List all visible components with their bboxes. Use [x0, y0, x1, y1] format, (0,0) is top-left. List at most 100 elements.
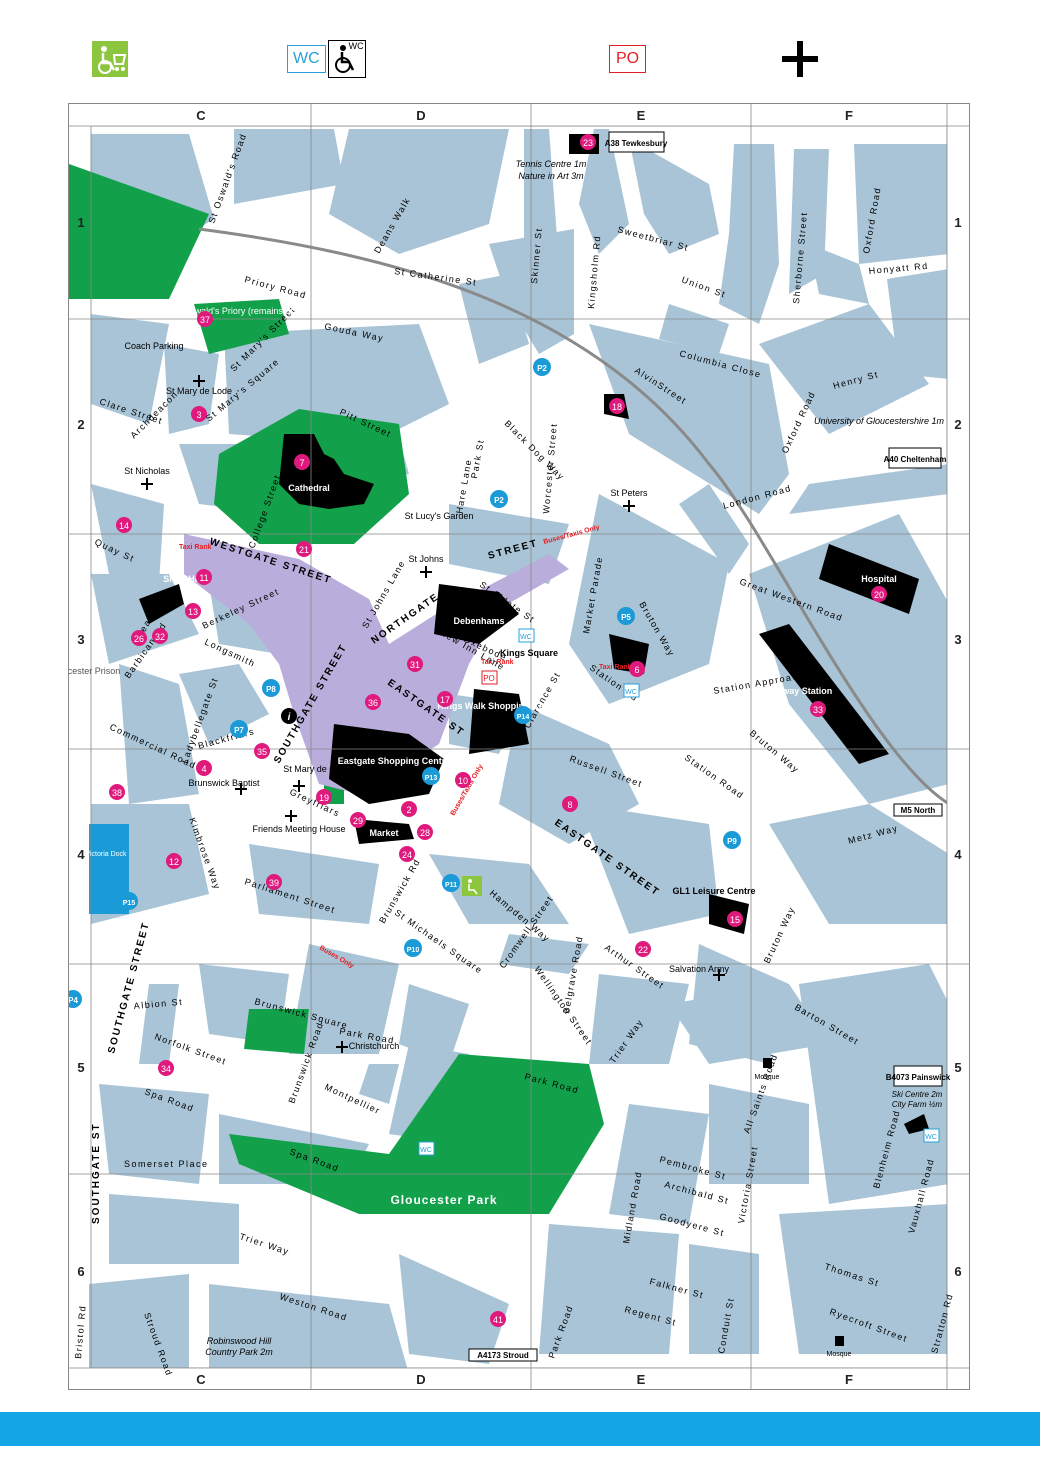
poi-36[interactable]: 36 — [365, 694, 381, 710]
parking-p10[interactable]: P10 — [404, 939, 422, 957]
poi-10[interactable]: 10 — [455, 772, 471, 788]
poi-34[interactable]: 34 — [158, 1060, 174, 1076]
parking-p15[interactable]: P15 — [120, 892, 138, 910]
poi-24[interactable]: 24 — [399, 846, 415, 862]
parking-p7[interactable]: P7 — [230, 720, 248, 738]
label-mosque-1: Mosque — [755, 1074, 780, 1081]
wc-marker-painswick: WC — [923, 1128, 940, 1143]
grid-left-margin — [69, 104, 91, 1389]
poi-31[interactable]: 31 — [407, 656, 423, 672]
row-label-left-5: 5 — [77, 1060, 84, 1075]
poi-11[interactable]: 11 — [196, 569, 212, 585]
parking-p9[interactable]: P9 — [723, 831, 741, 849]
label-railway-station: Railway Station — [766, 686, 833, 696]
poi-38[interactable]: 38 — [109, 784, 125, 800]
poi-4[interactable]: 4 — [196, 760, 212, 776]
row-label-left-2: 2 — [77, 417, 84, 432]
poi-2[interactable]: 2 — [401, 801, 417, 817]
parking-p2-south[interactable]: P2 — [490, 490, 508, 508]
poi-6[interactable]: 6 — [629, 661, 645, 677]
parking-p11[interactable]: P11 — [442, 874, 460, 892]
po-label: PO — [609, 45, 647, 73]
park-st-oswalds — [194, 299, 289, 354]
poi-19[interactable]: 19 — [316, 789, 332, 805]
taxi-rank-westgate: Taxi Rank — [179, 544, 212, 551]
svg-text:41: 41 — [493, 1315, 503, 1325]
svg-text:2: 2 — [406, 805, 411, 815]
poi-35[interactable]: 35 — [254, 743, 270, 759]
poi-22[interactable]: 22 — [635, 941, 651, 957]
poi-21[interactable]: 21 — [296, 541, 312, 557]
shire-hall-building — [139, 584, 184, 624]
svg-text:P10: P10 — [407, 947, 420, 954]
parking-markers[interactable]: P2 P2 P4 P5 P7 P8 P9 P10 P11 P13 P14 P15 — [69, 358, 741, 1008]
svg-text:PO: PO — [483, 674, 495, 683]
info-marker: i — [281, 708, 297, 724]
poi-13[interactable]: 13 — [185, 603, 201, 619]
svg-text:33: 33 — [813, 705, 823, 715]
poi-26[interactable]: 26 — [131, 630, 147, 646]
label-eastgate-centre: Eastgate Shopping Centre — [338, 756, 451, 766]
park-brunswick-square — [244, 1009, 309, 1054]
svg-text:34: 34 — [161, 1064, 171, 1074]
eastgate-building — [329, 724, 444, 804]
poi-markers[interactable]: 2 3 4 6 7 8 10 11 12 13 14 15 17 18 19 2… — [109, 134, 887, 1327]
label-friends-meeting: Friends Meeting House — [252, 824, 345, 834]
poi-39[interactable]: 39 — [266, 874, 282, 890]
label-st-peters: St Peters — [610, 488, 648, 498]
poi-17[interactable]: 17 — [437, 691, 453, 707]
parking-p13[interactable]: P13 — [422, 767, 440, 785]
shopmobility-marker — [462, 876, 482, 896]
svg-text:P4: P4 — [69, 996, 78, 1005]
label-salvation-army: Salvation Army — [669, 964, 730, 974]
row-label-left-4: 4 — [77, 847, 85, 862]
col-label-top-e: E — [637, 108, 646, 123]
poi-20[interactable]: 20 — [871, 586, 887, 602]
label-cathedral: Cathedral — [288, 483, 330, 493]
parking-p4[interactable]: P4 — [69, 990, 82, 1008]
label-christchurch: Christchurch — [349, 1041, 400, 1051]
poi-33[interactable]: 33 — [810, 701, 826, 717]
poi-29[interactable]: 29 — [350, 812, 366, 828]
sign-a40: A40 Cheltenham — [884, 455, 947, 464]
poi-12[interactable]: 12 — [166, 853, 182, 869]
poi-37[interactable]: 37 — [197, 311, 213, 327]
label-kings-walk: Kings Walk Shopping Centre — [437, 701, 560, 711]
parking-p14[interactable]: P14 — [514, 706, 532, 724]
poi-28[interactable]: 28 — [417, 824, 433, 840]
railway-line — [198, 227, 950, 806]
legend-bar: WC WC PO — [0, 0, 1040, 100]
church-cross-icon-salvation — [713, 969, 725, 981]
poi-18[interactable]: 18 — [609, 398, 625, 414]
row-label-right-4: 4 — [954, 847, 962, 862]
svg-text:17: 17 — [440, 695, 450, 705]
map-canvas[interactable]: C D E F C D E F 1 2 3 4 5 6 1 2 3 4 5 6 … — [69, 104, 969, 1389]
svg-text:10: 10 — [458, 776, 468, 786]
wc-disabled-icon: WC — [327, 40, 366, 78]
svg-text:P14: P14 — [517, 714, 530, 721]
parking-p5[interactable]: P5 — [617, 607, 635, 625]
poi-15[interactable]: 15 — [727, 911, 743, 927]
street-southgate-st: SOUTHGATE ST — [91, 1122, 102, 1224]
street-albion: Albion St — [133, 997, 183, 1011]
col-label-bottom-c: C — [196, 1372, 206, 1387]
poi-32[interactable]: 32 — [152, 628, 168, 644]
sign-a4173-box — [468, 1348, 538, 1362]
poi-41[interactable]: 41 — [490, 1311, 506, 1327]
railway-station-building — [759, 624, 889, 764]
parking-p8[interactable]: P8 — [262, 679, 280, 697]
market-building — [354, 819, 414, 844]
church-cross-icon-peters — [623, 500, 635, 512]
poi-8[interactable]: 8 — [562, 796, 578, 812]
grid-right-margin — [947, 104, 969, 1389]
grid-top-margin — [69, 104, 969, 126]
sign-a38-box — [608, 131, 665, 153]
poi-23[interactable]: 23 — [580, 134, 596, 150]
poi-3[interactable]: 3 — [191, 406, 207, 422]
city-map[interactable]: C D E F C D E F 1 2 3 4 5 6 1 2 3 4 5 6 … — [68, 103, 970, 1390]
note-robinswood-2: Country Park 2m — [205, 1347, 273, 1357]
poi-7[interactable]: 7 — [294, 454, 310, 470]
svg-text:7: 7 — [299, 458, 304, 468]
parking-p2-north[interactable]: P2 — [533, 358, 551, 376]
poi-14[interactable]: 14 — [116, 517, 132, 533]
